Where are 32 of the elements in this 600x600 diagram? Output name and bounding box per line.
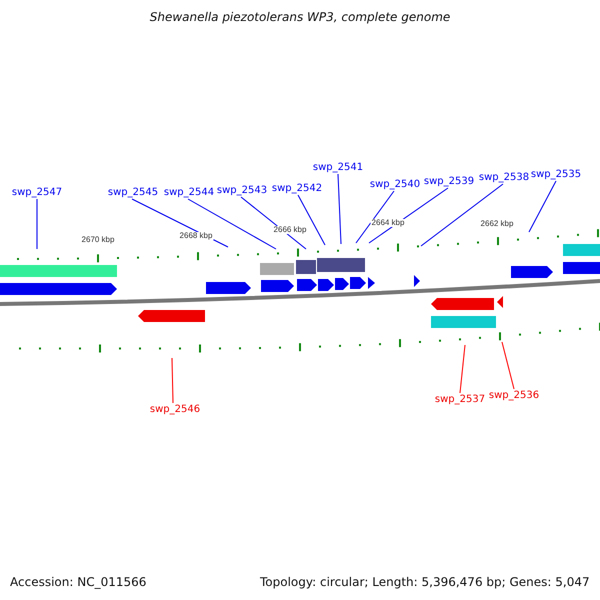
leader-line bbox=[36, 198, 38, 250]
leader-line bbox=[356, 190, 394, 244]
leader-line bbox=[188, 198, 276, 250]
scale-label: 2670 kbp bbox=[80, 236, 116, 244]
gene-label: swp_2538 bbox=[478, 173, 530, 183]
gene-label: swp_2545 bbox=[108, 188, 158, 198]
leader-line bbox=[460, 344, 466, 394]
leader-line bbox=[172, 358, 174, 404]
footer-text: Topology: circular; Length: 5,396,476 bp; Genes: 5,047 bbox=[260, 576, 590, 588]
gene-label: swp_2547 bbox=[12, 188, 62, 198]
gene-label: swp_2542 bbox=[272, 184, 322, 194]
leader-line bbox=[298, 194, 326, 246]
gene-label: swp_2541 bbox=[312, 163, 364, 173]
gene-label: swp_2537 bbox=[434, 395, 486, 405]
leader-line bbox=[502, 342, 514, 390]
gene-label: swp_2544 bbox=[164, 188, 214, 198]
leader-line bbox=[338, 174, 342, 244]
gene-label: swp_2535 bbox=[530, 170, 582, 180]
footer-text: Accession: NC_011566 bbox=[10, 576, 146, 588]
scale-label: 2666 kbp bbox=[272, 226, 308, 234]
leader-line bbox=[368, 188, 448, 244]
gene-label: swp_2536 bbox=[488, 391, 540, 401]
title: Shewanella piezotolerans WP3, complete genome bbox=[148, 11, 452, 23]
gene-label: swp_2546 bbox=[150, 405, 200, 415]
scale-label: 2668 kbp bbox=[178, 232, 214, 240]
gene-label: swp_2540 bbox=[370, 180, 420, 190]
leader-line bbox=[528, 180, 556, 232]
scale-label: 2664 kbp bbox=[370, 219, 406, 227]
gene-label: swp_2539 bbox=[424, 177, 474, 187]
scale-label: 2662 kbp bbox=[480, 220, 514, 228]
leader-line bbox=[420, 184, 504, 246]
gene-label: swp_2543 bbox=[216, 186, 268, 196]
